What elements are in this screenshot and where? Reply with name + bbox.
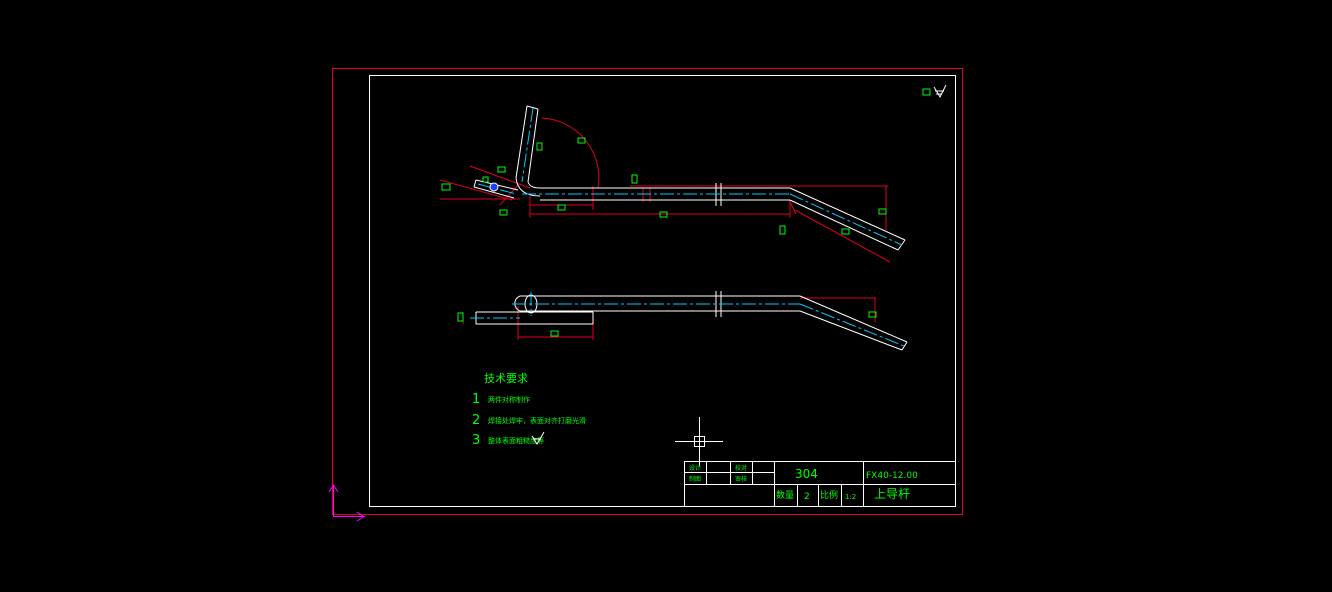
- bottom-view[interactable]: [457, 291, 908, 351]
- tb-part-name: 上导杆: [874, 487, 910, 501]
- tech-req-title: 技术要求: [484, 372, 528, 385]
- crosshair-cursor-icon: [675, 417, 723, 466]
- top-view-hole: [489, 182, 499, 192]
- drawing-frame: [369, 75, 956, 507]
- bottom-view-dim-text: [457, 311, 877, 337]
- bottom-view-centerline: [470, 292, 905, 347]
- top-view-centerline: [477, 107, 903, 246]
- tb-quantity-label: 数量: [776, 489, 794, 501]
- tech-req-num-2: 2: [472, 413, 480, 428]
- tb-drawing: 制图: [689, 475, 701, 483]
- tech-req-text-3: 整体表面粗糙度等: [488, 436, 544, 445]
- tb-material: 304: [795, 467, 818, 481]
- tech-req-text-1: 两件对称制作: [488, 395, 530, 404]
- top-view[interactable]: [439, 105, 906, 263]
- top-view-rod-outline: [473, 105, 906, 251]
- tb-drawing-number: FX40-12.00: [866, 471, 918, 481]
- tb-scale: 1:2: [845, 493, 856, 501]
- tb-approve: 审核: [735, 475, 747, 483]
- top-view-dim-text: [441, 137, 887, 235]
- tb-scale-label: 比例: [820, 489, 838, 501]
- tb-check: 校对: [735, 464, 747, 472]
- tb-quantity: 2: [804, 492, 810, 502]
- top-view-dimensions: [439, 117, 891, 263]
- tech-req-text-2: 焊接处焊牢，表面对齐打磨光滑: [488, 416, 586, 425]
- surface-roughness-icon: [531, 431, 545, 445]
- tb-design: 设计: [689, 464, 701, 472]
- technical-requirements: 技术要求 1 两件对称制作 2 焊接处焊牢，表面对齐打磨光滑 3 整体表面粗糙度…: [472, 372, 586, 448]
- sheet-border: [332, 68, 963, 515]
- surface-roughness-icon: [922, 84, 947, 99]
- tech-req-num-3: 3: [472, 433, 480, 448]
- title-block: 设计 校对 制图 审核 304 FX40-12.00 数量 2 比例 1:2 上…: [684, 461, 956, 507]
- tech-req-num-1: 1: [472, 392, 480, 407]
- ucs-axis-icon: [328, 484, 365, 522]
- bottom-view-rod-outline: [475, 291, 908, 351]
